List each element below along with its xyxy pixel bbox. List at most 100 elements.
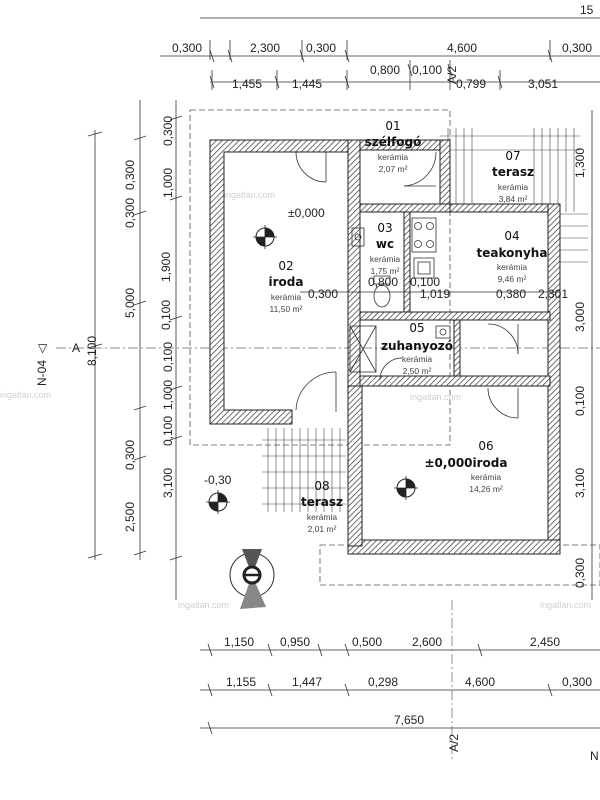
dim-bottom-2a: 1,155 [226,675,256,689]
svg-text:06: 06 [478,439,493,453]
dim-bottom-2c: 0,298 [368,675,398,689]
svg-text:zuhanyozó: zuhanyozó [381,339,453,353]
svg-text:04: 04 [504,229,519,243]
svg-text:iroda: iroda [269,275,304,289]
dim-left-mid-3: 1,900 [159,252,173,282]
dim-left-inner-2: 1,000 [161,168,175,198]
north-compass-icon [229,549,275,609]
svg-text:kerámia: kerámia [497,262,528,272]
right-dimension-lines: 1,300 3,000 0,100 3,100 0,300 [573,110,593,600]
dim-top-2b: 0,100 [412,63,442,77]
dim-bottom-1a: 1,150 [224,635,254,649]
svg-text:2,01 m²: 2,01 m² [308,524,337,534]
dim-left-mid-1: 0,300 [123,160,137,190]
watermark: ingatlan.com [540,600,591,610]
dim-top-3a: 1,455 [232,77,262,91]
dim-bottom-1e: 2,450 [530,635,560,649]
level-room02: ±0,000 [288,206,325,220]
dim-top-2a: 0,800 [370,63,400,77]
svg-text:±0,000iroda: ±0,000iroda [425,456,508,470]
svg-text:wc: wc [376,237,394,251]
dim-right-5: 0,300 [573,558,587,588]
svg-text:9,46 m²: 9,46 m² [498,274,527,284]
walls [209,139,561,555]
dim-left-total: 8,100 [85,336,99,366]
svg-text:05: 05 [409,321,424,335]
dim-inner-4: 1,019 [420,287,450,301]
dim-top-3c: 0,799 [456,77,486,91]
dim-left-outer-1: 5,000 [123,288,137,318]
dim-bottom-2e: 0,300 [562,675,592,689]
room-05-label: 05 zuhanyozó kerámia 2,50 m² [381,321,453,376]
bottom-dimension-lines: 1,150 0,950 0,500 2,600 2,450 1,155 1,44… [200,600,600,763]
room-02-label: 02 iroda kerámia 11,50 m² [269,259,304,314]
watermark: ingatlan.com [224,190,275,200]
level-terrace08: -0,30 [204,473,232,487]
fixtures [349,217,451,373]
dim-left-mid-2: 0,300 [123,198,137,228]
dim-left-mid-5: 0,300 [123,440,137,470]
top-dimension-lines: 15 0,300 2,300 0,300 4,600 0,300 0,800 0… [160,3,600,91]
svg-text:kerámia: kerámia [271,292,302,302]
svg-text:terasz: terasz [301,495,343,509]
room-labels: 01 szélfogó kerámia 2,07 m² 02 iroda ker… [269,119,548,534]
room-07-label: 07 terasz kerámia 3,84 m² [492,149,534,204]
svg-text:11,50 m²: 11,50 m² [270,304,303,314]
svg-text:kerámia: kerámia [307,512,338,522]
dim-right-3: 0,100 [573,386,587,416]
section-mark-left: N-04 [35,360,49,386]
dim-top-1a: 0,300 [172,41,202,55]
svg-text:07: 07 [505,149,520,163]
room-04-label: 04 teakonyha kerámia 9,46 m² [477,229,548,284]
dim-top-0: 15 [580,3,594,17]
left-dimension-lines: 5,000 3,100 0,300 0,300 1,900 0,100 0,30… [35,100,600,600]
dim-inner-3: 0,100 [410,275,440,289]
dim-inner-2: 0,800 [368,275,398,289]
svg-text:kerámia: kerámia [402,354,433,364]
level-marker-icon [253,225,277,249]
dim-right-2: 3,000 [573,302,587,332]
svg-text:szélfogó: szélfogó [365,135,422,149]
svg-text:kerámia: kerámia [471,472,502,482]
watermark: ingatlan.com [0,390,51,400]
inner-dimension-row: 0,300 0,800 0,100 1,019 0,380 2,301 [300,275,568,301]
dim-top-1c: 0,300 [306,41,336,55]
dim-bottom-1b: 0,950 [280,635,310,649]
dim-bottom-1d: 2,600 [412,635,442,649]
axis-a2-top: A/2 [445,66,459,84]
dim-left-inner-5: 0,100 [161,416,175,446]
svg-text:1,75 m²: 1,75 m² [371,266,400,276]
watermarks: ingatlan.com ingatlan.com ingatlan.com i… [0,190,591,610]
svg-text:14,26 m²: 14,26 m² [469,484,503,494]
doors [295,151,519,419]
dim-bottom-total: 7,650 [394,713,424,727]
dim-bottom-2d: 4,600 [465,675,495,689]
dim-top-3b: 1,445 [292,77,322,91]
section-arrow-icon: ▽ [38,341,48,355]
level-marker-icon [394,476,418,500]
dim-left-outer-2: 3,100 [161,468,175,498]
dim-top-1d: 4,600 [447,41,477,55]
svg-text:03: 03 [377,221,392,235]
dim-left-mid-4: 0,100 [159,300,173,330]
dim-inner-5: 0,380 [496,287,526,301]
watermark: ingatlan.com [178,600,229,610]
room-06-label: 06 ±0,000iroda kerámia 14,26 m² [425,439,508,494]
svg-text:kerámia: kerámia [378,152,409,162]
svg-text:2,07 m²: 2,07 m² [379,164,408,174]
dim-top-1b: 2,300 [250,41,280,55]
svg-text:kerámia: kerámia [498,182,529,192]
svg-text:kerámia: kerámia [370,254,401,264]
axis-a2-bottom: A/2 [447,734,461,752]
svg-text:2,50 m²: 2,50 m² [403,366,432,376]
dim-left-inner-3: 0,100 [161,342,175,372]
room-08-label: 08 terasz kerámia 2,01 m² [301,479,343,534]
watermark: ingatlan.com [410,392,461,402]
dim-inner-6: 2,301 [538,287,568,301]
level-marker-icon [206,490,230,514]
level-markers: ±0,000 -0,30 [204,206,418,514]
dim-top-3d: 3,051 [528,77,558,91]
dim-top-1e: 0,300 [562,41,592,55]
dim-bottom-2b: 1,447 [292,675,322,689]
